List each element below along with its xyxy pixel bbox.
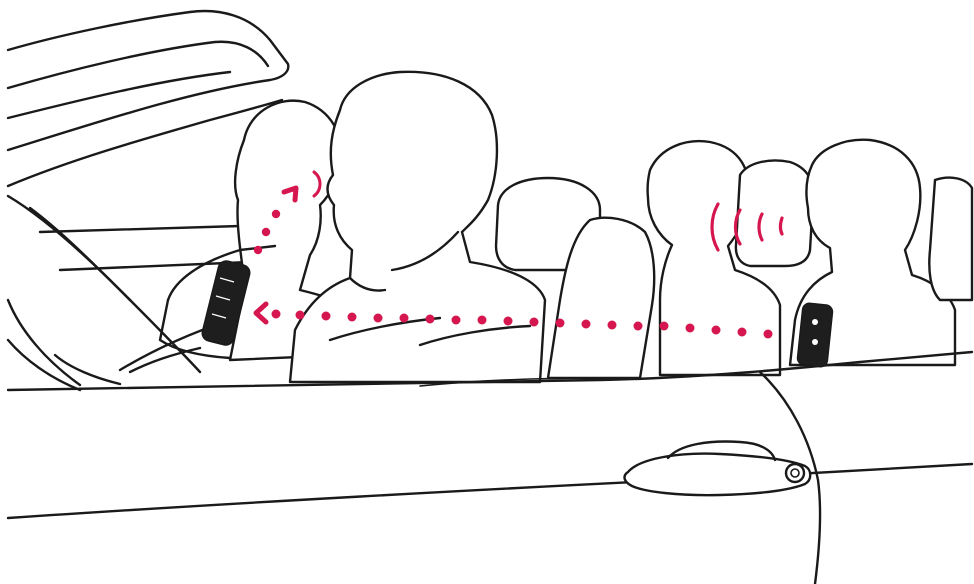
- car-body: [8, 352, 972, 584]
- door-handle: [625, 442, 811, 496]
- headset-device-icon: [797, 303, 833, 368]
- rear-seat: [736, 161, 813, 266]
- steering-wheel: [8, 300, 120, 390]
